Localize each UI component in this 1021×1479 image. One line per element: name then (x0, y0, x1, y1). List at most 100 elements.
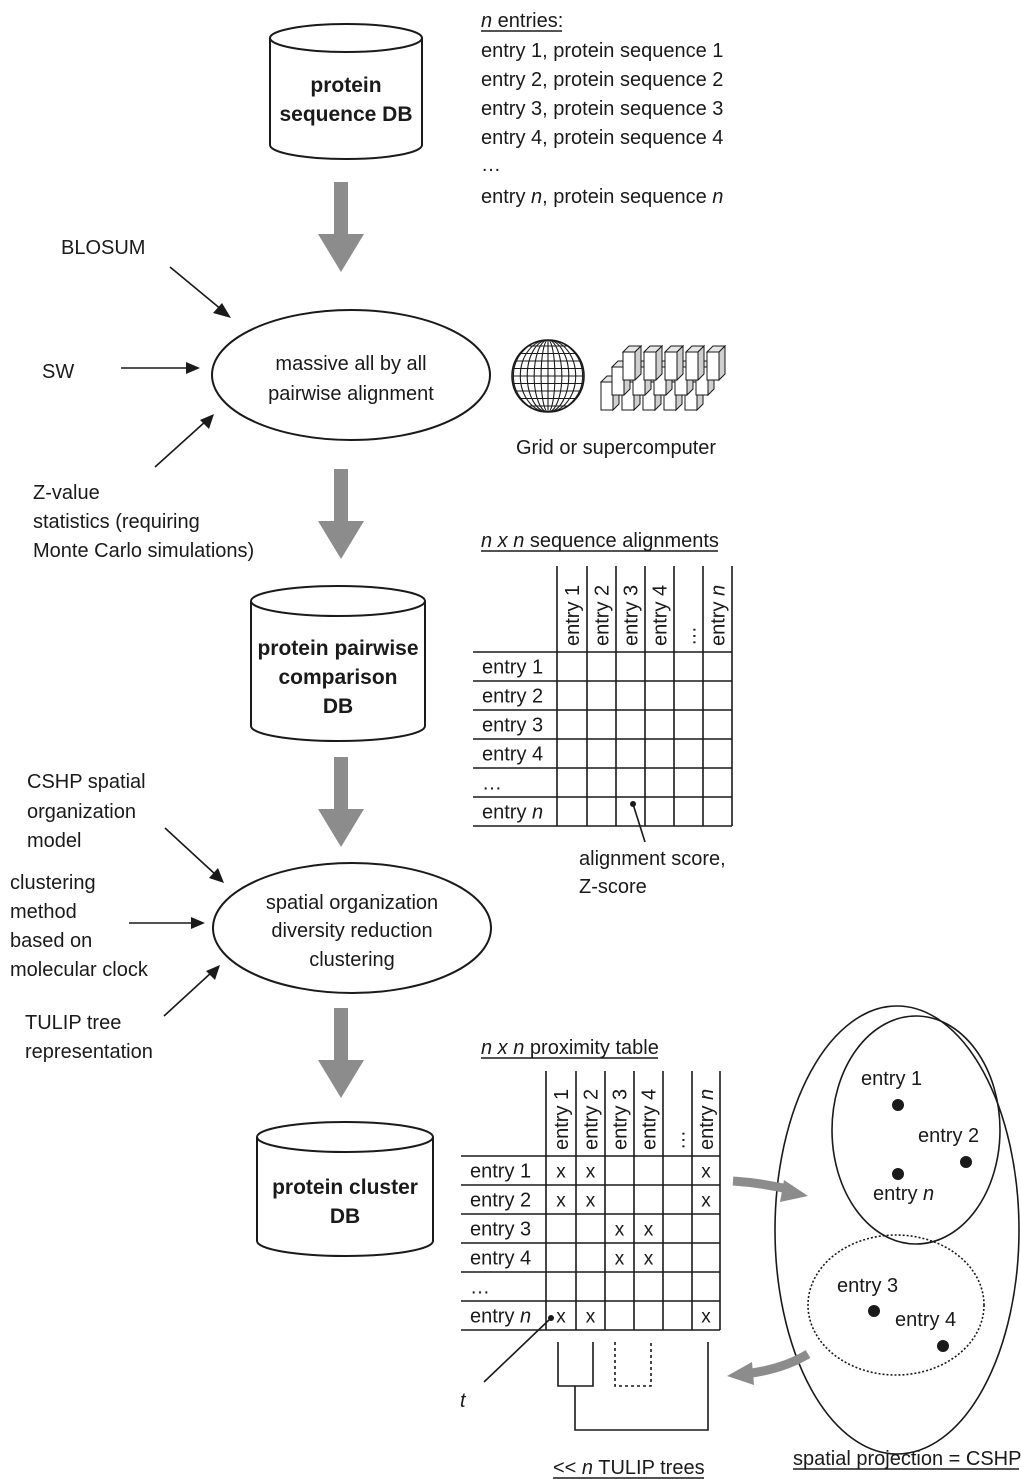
point-marker (960, 1156, 972, 1168)
clustering-method-label: clustering method based on molecular clo… (10, 872, 149, 981)
entry-line: entry 4, protein sequence 4 (481, 127, 723, 149)
dotted-cluster-ellipse (807, 1234, 985, 1376)
globe-icon (511, 339, 585, 413)
proximity-mark: x (586, 1162, 596, 1183)
zvalue-line: statistics (requiring (33, 511, 200, 533)
column-header: entry n (708, 585, 730, 646)
point-marker (937, 1340, 949, 1352)
flow-arrow (318, 182, 364, 272)
db-label-line: sequence DB (279, 103, 412, 126)
protein-cluster-db: protein cluster DB (256, 1121, 434, 1257)
db-label-line: comparison (278, 666, 397, 689)
tulip-line: TULIP tree (25, 1012, 121, 1034)
flow-arrow (318, 469, 364, 559)
proximity-mark: x (701, 1191, 711, 1212)
point-label: entry 4 (895, 1309, 956, 1331)
proximity-mark: x (556, 1162, 566, 1183)
score-pointer (632, 803, 646, 843)
supercomputer-icon (599, 344, 727, 412)
alignment-table-title: n x n sequence alignments (481, 530, 719, 552)
db-label-line: DB (330, 1205, 360, 1228)
entries-heading: n entries: (481, 10, 563, 32)
tulip-tree-dendrogram (557, 1342, 709, 1431)
curved-arrow-right (732, 1176, 808, 1202)
row-header: entry n (470, 1306, 531, 1328)
row-header: entry 4 (470, 1248, 531, 1270)
column-header: entry 1 (551, 1089, 573, 1150)
row-header: … (470, 1277, 490, 1299)
point-marker (892, 1168, 904, 1180)
threshold-dot (548, 1315, 554, 1321)
row-header: entry 1 (470, 1161, 531, 1183)
row-header: entry n (482, 802, 543, 824)
row-header: entry 1 (482, 657, 543, 679)
entry-line: entry 1, protein sequence 1 (481, 40, 723, 62)
entry-line: entry 3, protein sequence 3 (481, 98, 723, 120)
solid-cluster-ellipse (831, 1015, 1001, 1245)
proximity-mark: x (586, 1191, 596, 1212)
entry-line: entry 2, protein sequence 2 (481, 69, 723, 91)
cshp-label: CSHP spatial organization model (27, 771, 146, 852)
db-label-line: protein (310, 74, 381, 97)
column-header: entry 4 (639, 1089, 661, 1150)
process-label-line: pairwise alignment (268, 383, 434, 405)
tulip-label: TULIP tree representation (25, 1012, 153, 1063)
cshp-line: CSHP spatial (27, 771, 146, 793)
projection-caption: spatial projection = CSHP (793, 1448, 1021, 1470)
row-header: … (482, 773, 502, 795)
column-header: entry 3 (610, 1089, 632, 1150)
column-header: entry n (696, 1089, 718, 1150)
score-annotation: Z-score (579, 876, 647, 898)
flow-arrow (318, 1008, 364, 1098)
input-arrow (169, 266, 231, 318)
zvalue-label: Z-value statistics (requiring Monte Carl… (33, 482, 254, 562)
proximity-mark: x (556, 1307, 566, 1328)
spatial-projection: entry 1 entry 2 entry n entry 3 entry 4 (774, 1005, 1020, 1455)
protein-sequence-db: protein sequence DB (269, 23, 423, 160)
process-label-line: massive all by all (275, 353, 426, 375)
cshp-line: model (27, 830, 81, 852)
proximity-table-title: n x n proximity table (481, 1037, 659, 1059)
db-label-line: protein cluster (272, 1176, 418, 1199)
column-header: entry 1 (562, 585, 584, 646)
column-header: entry 3 (621, 585, 643, 646)
clustering-line: based on (10, 930, 92, 952)
alignment-table: entry 1 entry 2 entry 3 entry 4 … entry n entr… (473, 566, 733, 898)
zvalue-line: Z-value (33, 482, 100, 504)
row-header: entry 2 (482, 686, 543, 708)
score-annotation: alignment score, (579, 848, 726, 870)
proximity-mark: x (644, 1249, 654, 1270)
process-label-line: clustering (309, 949, 395, 971)
protein-pairwise-db: protein pairwise comparison DB (250, 585, 426, 742)
proximity-mark: x (644, 1220, 654, 1241)
row-header: entry 2 (470, 1190, 531, 1212)
row-header: entry 4 (482, 744, 543, 766)
point-marker (892, 1099, 904, 1111)
input-arrow (154, 414, 214, 468)
point-label: entry n (873, 1183, 934, 1205)
db-label-line: protein pairwise (257, 637, 418, 660)
alignment-process: massive all by all pairwise alignment (211, 309, 491, 441)
column-header: … (668, 1130, 690, 1150)
column-header: … (679, 626, 701, 646)
organization-process: spatial organization diversity reduction… (212, 862, 492, 994)
entries-list: n entries: entry 1, protein sequence 1 e… (481, 10, 723, 208)
proximity-mark: x (615, 1220, 625, 1241)
entry-line: entry n, protein sequence n (481, 186, 723, 208)
outer-cluster-ellipse (774, 1005, 1020, 1455)
proximity-mark: x (701, 1162, 711, 1183)
process-label-line: spatial organization (266, 892, 438, 914)
clustering-line: clustering (10, 872, 96, 894)
proximity-table: entry 1 entry 2 entry 3 entry 4 … entry n entr… (461, 1071, 721, 1331)
curved-arrow-left (727, 1350, 811, 1385)
input-arrow (129, 917, 205, 929)
column-header: entry 4 (650, 585, 672, 646)
flow-arrow (318, 757, 364, 847)
proximity-mark: x (556, 1191, 566, 1212)
proximity-mark: x (701, 1307, 711, 1328)
column-header: entry 2 (592, 585, 614, 646)
input-arrow (163, 965, 220, 1017)
clustering-line: method (10, 901, 77, 923)
grid-caption: Grid or supercomputer (516, 437, 716, 459)
sw-label: SW (42, 361, 74, 383)
